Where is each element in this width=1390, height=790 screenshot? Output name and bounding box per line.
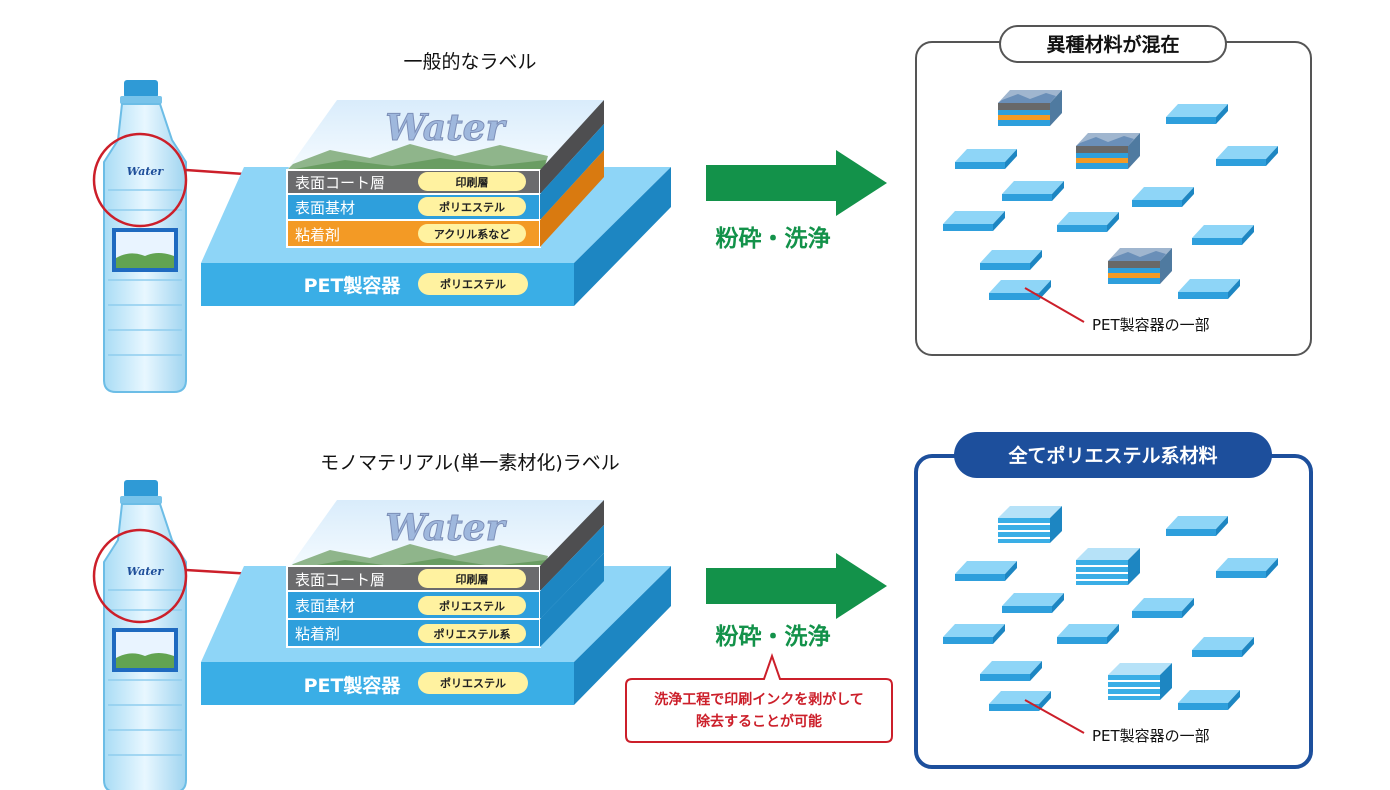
bottom-coat-material: 印刷層 (456, 573, 489, 586)
bottom-base-label: 表面基材 (295, 597, 355, 615)
top-base-label: 表面基材 (295, 199, 355, 217)
top-result-title-pill (999, 25, 1227, 63)
top-pet-material: ポリエステル (440, 277, 506, 291)
bottom-title: モノマテリアル(単一素材化)ラベル (320, 452, 620, 474)
bottom-result-title-pill (954, 432, 1272, 478)
top-adhesive-label: 粘着剤 (295, 226, 340, 244)
bottom-caption-pointer (1024, 699, 1085, 734)
bottom-coat-label: 表面コート層 (295, 571, 385, 589)
bottom-note-line2: 除去することが可能 (696, 713, 822, 730)
top-bottle-label-text: Water (127, 165, 165, 178)
bottom-pet-label: PET製容器 (304, 674, 402, 697)
bottom-process-text: 粉砕・洗浄 (716, 623, 831, 650)
bottom-note-callout: 洗浄工程で印刷インクを剥がして 除去することが可能 (625, 652, 893, 743)
top-coat-material: 印刷層 (456, 176, 489, 189)
top-bottle: Water (103, 79, 187, 393)
bottom-result-caption: PET製容器の一部 (1092, 727, 1210, 745)
top-label-water-text: Water (385, 107, 507, 149)
bottom-adhesive-material: ポリエステル系 (434, 627, 511, 641)
top-result-box: 異種材料が混在 PET製容器の一部 (915, 25, 1312, 356)
bottom-base-material: ポリエステル (439, 599, 505, 613)
bottom-pet-material: ポリエステル (440, 676, 506, 690)
bottom-note-line1: 洗浄工程で印刷インクを剥がして (654, 691, 864, 708)
top-process-arrow (706, 150, 887, 216)
top-zoom-circle (92, 132, 188, 228)
bottom-adhesive-label: 粘着剤 (295, 625, 340, 643)
bottom-pet-pill (418, 672, 528, 694)
bottom-result-title: 全てポリエステル系材料 (1007, 444, 1217, 467)
top-caption-pointer (1024, 287, 1085, 323)
top-label-stack: Water 表面コート層 印刷層 表面基材 ポリエステル 粘着剤 アクリル系など (286, 100, 604, 248)
bottom-section: モノマテリアル(単一素材化)ラベル Water PET製容器 ポリエステル Wa… (92, 432, 1313, 790)
bottom-zoom-circle (92, 528, 188, 624)
top-result-caption: PET製容器の一部 (1092, 316, 1210, 334)
top-process-text: 粉砕・洗浄 (716, 225, 831, 252)
bottom-process-arrow (706, 553, 887, 619)
top-adhesive-material: アクリル系など (434, 227, 510, 241)
top-pet-pill (418, 273, 528, 295)
top-coat-label: 表面コート層 (295, 174, 385, 192)
bottom-label-water-text: Water (385, 507, 507, 549)
top-title: 一般的なラベル (403, 51, 536, 73)
bottom-result-box: 全てポリエステル系材料 PET製容器の一部 (914, 432, 1313, 769)
bottom-bottle: Water (103, 479, 187, 790)
top-base-material: ポリエステル (439, 200, 505, 214)
top-result-title: 異種材料が混在 (1046, 33, 1179, 56)
bottom-bottle-label-text: Water (127, 565, 165, 578)
top-section: 一般的なラベル Water PET製容器 ポリエステル Water 表面 (92, 25, 1312, 393)
top-pet-label: PET製容器 (304, 274, 402, 297)
bottom-label-stack: Water 表面コート層 印刷層 表面基材 ポリエステル 粘着剤 ポリエステル系 (286, 500, 604, 648)
